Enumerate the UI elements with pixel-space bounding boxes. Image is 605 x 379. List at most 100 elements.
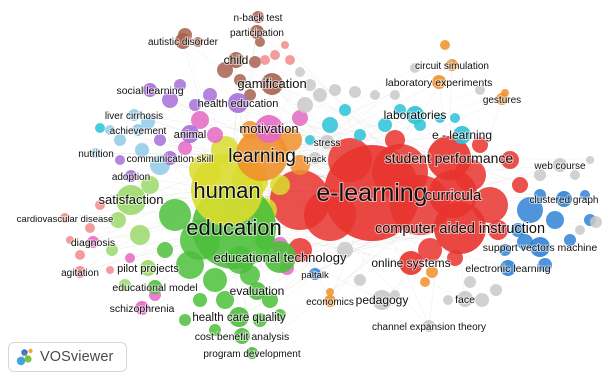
node-support-vectors-machine-label[interactable]: support vectors machine [482,241,599,255]
node-economics-label[interactable]: economics [305,296,355,309]
cluster-bubble[interactable] [370,90,380,100]
cluster-bubble[interactable] [418,238,442,262]
node-pedagogy-bubble[interactable] [372,290,392,310]
node-education-label[interactable]: education [185,214,282,241]
node-student-performance-bubble[interactable] [427,136,471,180]
node-paltalk-label[interactable]: paltalk [300,269,330,282]
cluster-bubble[interactable] [244,89,256,101]
node-online-systems-label[interactable]: online systems [370,255,451,271]
cluster-bubble[interactable] [570,170,580,180]
cluster-bubble[interactable] [517,197,543,223]
cluster-bubble[interactable] [326,288,334,296]
cluster-bubble[interactable] [295,67,305,77]
cluster-bubble[interactable] [390,290,400,300]
node-laboratories-label[interactable]: laboratories [383,107,448,123]
cluster-bubble[interactable] [207,127,223,143]
cluster-bubble[interactable] [162,92,178,108]
node-gamification-bubble[interactable] [261,73,283,95]
cluster-bubble[interactable] [490,284,502,296]
cluster-bubble[interactable] [420,277,430,287]
node-electronic-learning-label[interactable]: electronic learning [464,262,551,276]
node-health-care-quality-bubble[interactable] [229,307,249,327]
node-child-label[interactable]: child [223,52,250,68]
cluster-bubble[interactable] [253,313,267,327]
cluster-bubble[interactable] [472,137,488,153]
cluster-bubble[interactable] [85,223,95,233]
cluster-bubble[interactable] [209,324,221,336]
cluster-bubble[interactable] [501,151,519,169]
cluster-bubble[interactable] [249,56,261,68]
node-adoption-label[interactable]: adoption [111,171,151,184]
node-animal-label[interactable]: animal [173,128,207,142]
cluster-bubble[interactable] [512,177,528,193]
node-health-education-label[interactable]: health education [197,97,280,111]
cluster-bubble[interactable] [339,104,351,116]
cluster-bubble[interactable] [217,62,233,78]
node-child-bubble[interactable] [228,52,244,68]
node-tpack-bubble[interactable] [309,152,321,164]
node-pilot-projects-bubble[interactable] [140,260,156,276]
cluster-bubble[interactable] [285,55,295,65]
cluster-bubble[interactable] [157,242,173,258]
cluster-bubble[interactable] [203,88,217,102]
node-laboratories-bubble[interactable] [406,106,424,124]
node-curricula-bubble[interactable] [429,170,477,218]
node-communication-skill-label[interactable]: communication skill [126,153,215,166]
cluster-bubble[interactable] [125,253,135,263]
node-autistic-disorder-label[interactable]: autistic disorder [147,36,220,49]
cluster-bubble[interactable] [159,199,191,231]
cluster-bubble[interactable] [179,314,191,326]
cluster-bubble[interactable] [385,130,405,150]
node-agitation-label[interactable]: agitation [60,267,100,280]
node-pedagogy-label[interactable]: pedagogy [355,292,410,308]
node-liver-cirrhosis-label[interactable]: liver cirrhosis [104,110,164,123]
node-circuit-simulation-bubble[interactable] [446,59,458,71]
node-learning-bubble[interactable] [236,129,288,181]
cluster-bubble[interactable] [440,40,450,50]
cluster-bubble[interactable] [534,189,546,201]
cluster-bubble[interactable] [590,216,602,228]
node-laboratory-experiments-bubble[interactable] [432,75,446,89]
cluster-bubble[interactable] [450,113,460,123]
cluster-bubble[interactable] [274,309,286,321]
cluster-bubble[interactable] [378,118,392,132]
node-schizophrenia-bubble[interactable] [135,301,149,315]
cluster-bubble[interactable] [394,104,406,116]
cluster-bubble[interactable] [110,212,126,228]
node-evaluation-label[interactable]: evaluation [229,283,286,299]
node-liver-cirrhosis-bubble[interactable] [128,109,140,121]
node-autistic-disorder-bubble[interactable] [175,33,191,49]
cluster-bubble[interactable] [216,291,234,309]
node-health-care-quality-label[interactable]: health care quality [191,311,287,325]
node-participation-bubble[interactable] [250,25,264,39]
node-n-back-test-label[interactable]: n-back test [233,12,284,25]
cluster-bubble[interactable] [119,279,131,291]
cluster-bubble[interactable] [174,79,186,91]
cluster-bubble[interactable] [262,292,278,308]
node-adoption-bubble[interactable] [125,170,137,182]
cluster-bubble[interactable] [115,155,125,165]
node-learning-label[interactable]: learning [227,145,297,168]
node-channel-expansion-theory-bubble[interactable] [423,320,435,332]
node-educational-model-label[interactable]: educational model [111,281,198,295]
cluster-bubble[interactable] [135,143,149,157]
node-e-learning-label[interactable]: e - learning [431,127,493,143]
cluster-bubble[interactable] [534,169,546,181]
cluster-bubble[interactable] [297,97,313,113]
node-web-course-bubble[interactable] [553,158,567,172]
node-gestures-label[interactable]: gestures [482,94,522,107]
cluster-bubble[interactable] [105,125,115,135]
node-diagnosis-bubble[interactable] [87,236,99,248]
cluster-bubble[interactable] [304,79,316,91]
node-program-development-label[interactable]: program development [202,348,301,361]
node-stress-bubble[interactable] [320,135,334,149]
node-health-education-bubble[interactable] [228,93,248,113]
node-e-learning-bubble[interactable] [324,145,420,241]
node-nutrition-bubble[interactable] [91,148,101,158]
node-economics-bubble[interactable] [324,295,336,307]
cluster-bubble[interactable] [538,258,552,272]
cluster-bubble[interactable] [141,176,159,194]
cluster-bubble[interactable] [475,85,485,95]
cluster-bubble[interactable] [203,268,227,292]
